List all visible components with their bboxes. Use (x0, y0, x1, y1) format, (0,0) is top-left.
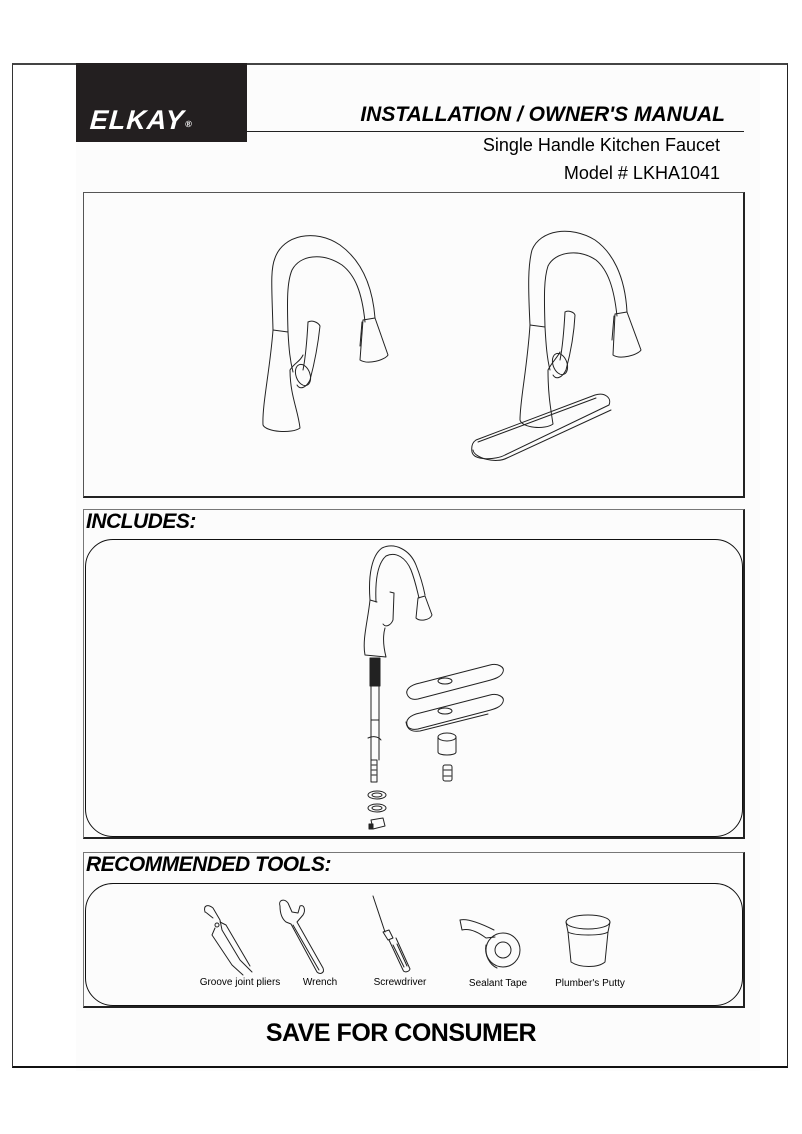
tool-label-sealant-tape: Sealant Tape (468, 978, 528, 989)
logo-text: ELKAY® (89, 105, 194, 136)
title-divider (247, 131, 744, 132)
product-illustration-box (83, 192, 745, 498)
tool-label-wrench: Wrench (302, 977, 338, 988)
tool-label-plumbers-putty: Plumber's Putty (555, 978, 625, 989)
tool-label-screwdriver: Screwdriver (373, 977, 427, 988)
includes-section: INCLUDES: (83, 509, 745, 839)
manual-title: INSTALLATION / OWNER'S MANUAL (360, 103, 725, 126)
recommended-tools-section: RECOMMENDED TOOLS: (83, 852, 745, 1008)
registered-mark: ® (184, 119, 194, 129)
includes-panel (85, 539, 743, 837)
includes-title: INCLUDES: (86, 510, 196, 533)
tools-title: RECOMMENDED TOOLS: (86, 853, 331, 876)
brand-name: ELKAY (88, 105, 186, 135)
page-frame (12, 63, 788, 1068)
elkay-logo: ELKAY® (76, 63, 247, 142)
tool-label-pliers: Groove joint pliers (199, 977, 281, 988)
product-subtitle: Single Handle Kitchen Faucet (482, 135, 720, 155)
save-for-consumer-note: SAVE FOR CONSUMER (265, 1019, 537, 1047)
model-number: Model # LKHA1041 (563, 163, 720, 183)
tools-panel (85, 883, 743, 1006)
